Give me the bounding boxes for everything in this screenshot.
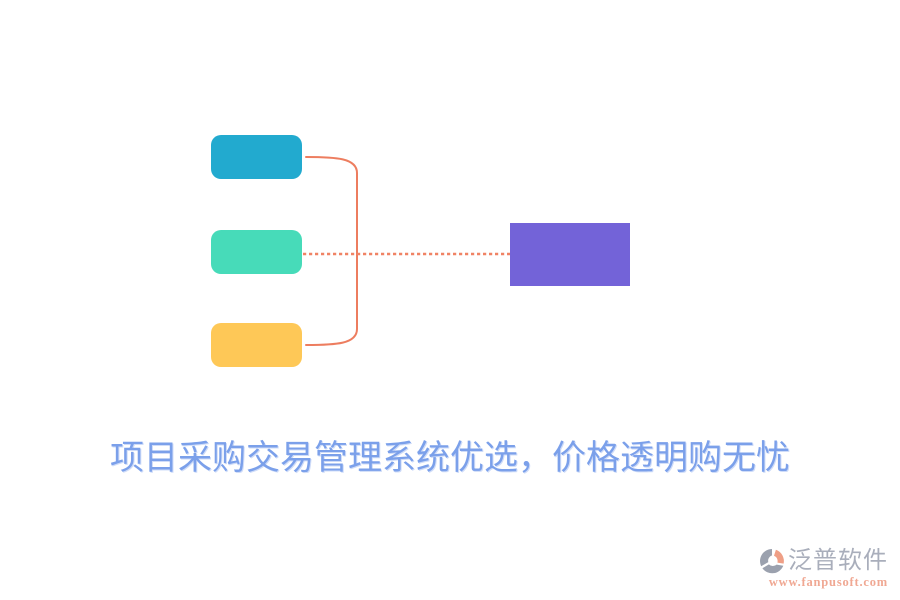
fanpu-logo-icon	[760, 549, 784, 574]
caption-title: 项目采购交易管理系统优选，价格透明购无忧	[110, 440, 790, 477]
brand-name: 泛普软件	[788, 548, 888, 574]
watermark: 泛普软件 www.fanpusoft.com	[759, 548, 888, 590]
watermark-brand-row: 泛普软件	[759, 548, 888, 574]
node-source-middle	[211, 230, 302, 274]
node-target	[510, 223, 630, 286]
brand-url: www.fanpusoft.com	[768, 575, 888, 589]
node-source-bottom	[211, 323, 302, 367]
node-source-top	[211, 135, 302, 179]
bracket-connector	[305, 156, 358, 346]
